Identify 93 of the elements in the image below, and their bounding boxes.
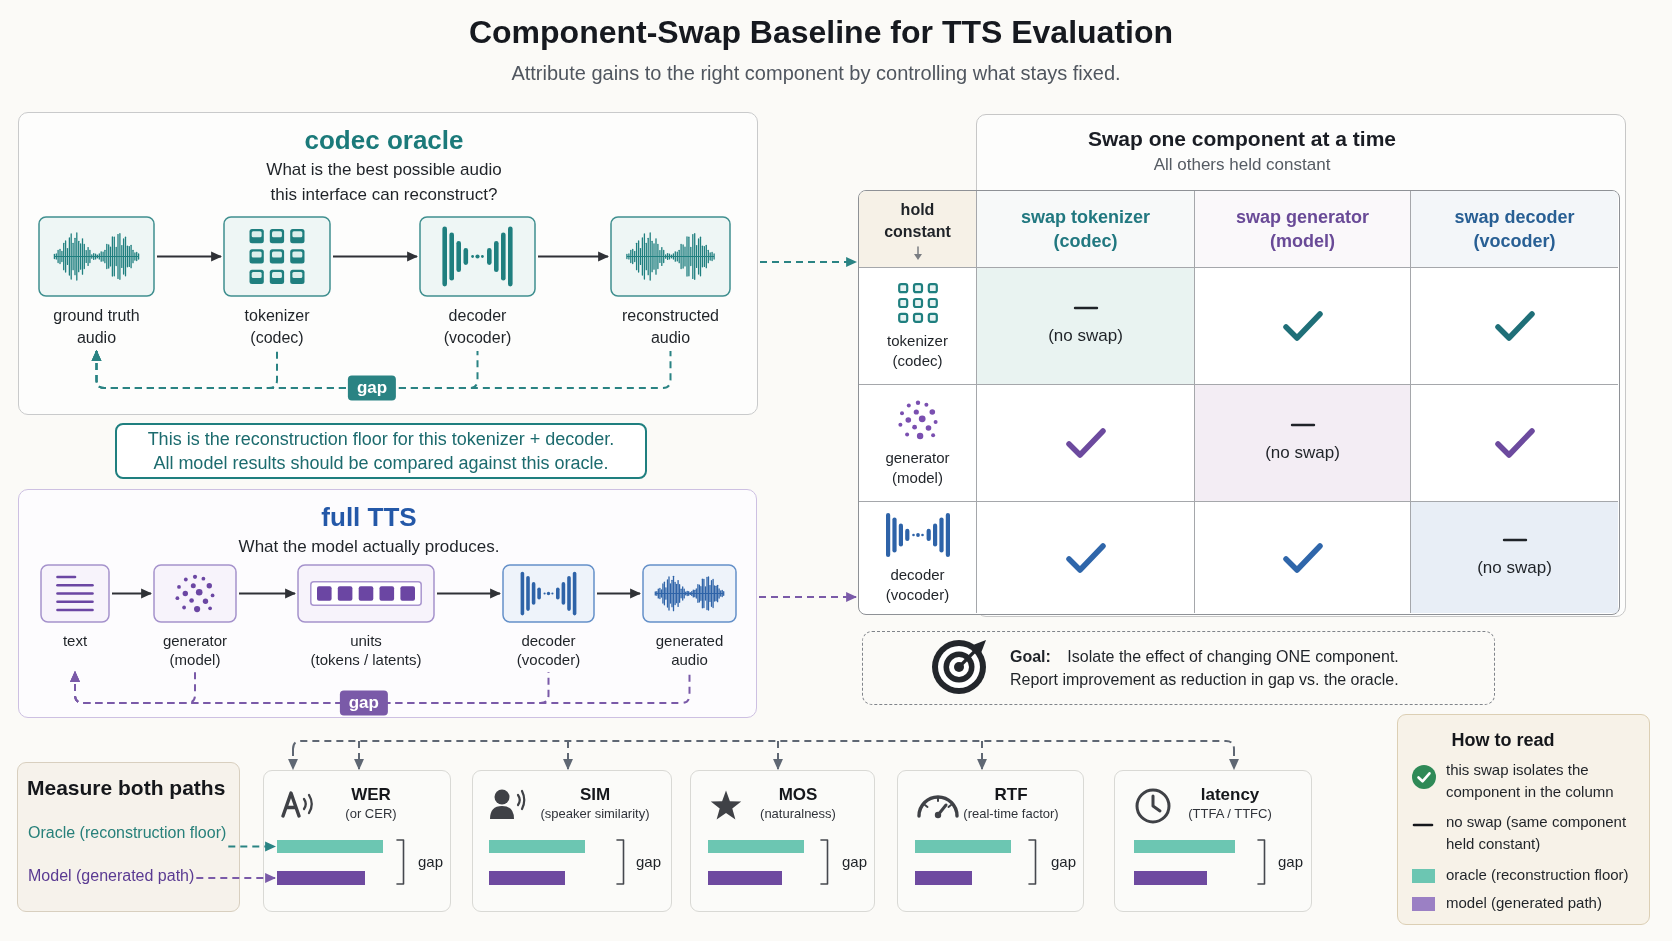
- dashed-arrow: [195, 873, 277, 883]
- panel-subtitle: What the model actually produces.: [237, 536, 501, 558]
- metric-name: latency: [1200, 784, 1260, 805]
- gap-label: gap: [418, 852, 444, 871]
- metric-subtitle: (or CER): [345, 805, 397, 822]
- score-bar: [708, 840, 804, 853]
- panel-subtitle: What is the best possible audio this interface can reconstruct?: [265, 159, 503, 206]
- arrow: [156, 251, 223, 262]
- dashed-arrow: [354, 740, 364, 771]
- column-header: swap tokenizer (codec): [977, 191, 1195, 268]
- gap-label: gap: [1278, 852, 1304, 871]
- component-label: ground truth audio: [52, 306, 141, 348]
- dashed-arrow: [977, 740, 987, 771]
- measure-card: [17, 762, 240, 912]
- metric-card: [1114, 770, 1312, 912]
- legend-text: no swap (same component held constant): [1446, 812, 1628, 854]
- goal-callout: [862, 631, 1495, 705]
- table-subtitle: All others held constant: [1153, 154, 1331, 176]
- path-label: Oracle (reconstruction floor): [28, 822, 227, 843]
- dashed-arrow: [91, 349, 672, 389]
- dashed-arrow: [1229, 748, 1239, 771]
- component-label: generated audio: [654, 631, 725, 669]
- metric-subtitle: (naturalness): [760, 805, 836, 822]
- cell-text: (no swap): [1265, 442, 1340, 464]
- arrow: [596, 588, 642, 599]
- arrow: [332, 251, 419, 262]
- score-bar: [915, 840, 1011, 853]
- panel: [18, 489, 757, 718]
- score-bar: [1134, 871, 1207, 885]
- row-header: tokenizer (codec): [886, 331, 949, 371]
- component-label: decoder (vocoder): [442, 306, 513, 348]
- component-label: generator (model): [161, 631, 229, 669]
- arrow: [238, 588, 297, 599]
- metric-name: MOS: [778, 784, 818, 805]
- diagram-subtitle: Attribute gains to the right component by controlling what stays fixed.: [511, 61, 1121, 86]
- component-label: reconstructed audio: [621, 306, 720, 348]
- cell-text: (no swap): [1048, 325, 1123, 347]
- score-bar: [489, 840, 585, 853]
- row-header: generator (model): [884, 448, 951, 488]
- diagram-title: Component-Swap Baseline for TTS Evaluation: [468, 13, 1174, 51]
- edge-label: gap: [339, 690, 388, 716]
- gap-label: gap: [842, 852, 868, 871]
- panel-heading: codec oracle: [304, 124, 464, 156]
- gap-label: gap: [1051, 852, 1077, 871]
- gap-label: gap: [636, 852, 662, 871]
- card-heading: Measure both paths: [27, 775, 226, 801]
- dashed-line: [292, 740, 1235, 750]
- component-label: units (tokens / latents): [309, 631, 423, 669]
- cell-text: (no swap): [1477, 556, 1552, 579]
- dashed-arrow: [759, 257, 858, 267]
- arrow: [436, 588, 502, 599]
- component-label: decoder (vocoder): [515, 631, 582, 669]
- legend-heading: How to read: [1451, 729, 1555, 751]
- score-bar: [708, 871, 782, 885]
- legend-text: this swap isolates the component in the column: [1446, 760, 1615, 802]
- row-header: decoder (vocoder): [884, 564, 951, 605]
- column-header: swap generator (model): [1195, 191, 1411, 268]
- legend-text: oracle (reconstruction floor): [1446, 865, 1630, 885]
- metric-name: RTF: [994, 784, 1028, 805]
- score-bar: [915, 871, 972, 885]
- header-text: hold constant: [883, 199, 952, 242]
- dashed-arrow: [70, 670, 691, 704]
- panel: [18, 112, 758, 415]
- arrow: [111, 588, 153, 599]
- table-title: Swap one component at a time: [1087, 126, 1397, 152]
- legend-text: model (generated path): [1446, 893, 1603, 913]
- metric-card: [897, 770, 1084, 912]
- dashed-arrow: [773, 740, 783, 771]
- score-bar: [277, 840, 383, 853]
- arrow: [537, 251, 610, 262]
- metric-card: [690, 770, 875, 912]
- panel-heading: full TTS: [321, 501, 417, 533]
- component-label: tokenizer (codec): [243, 306, 311, 348]
- metric-name: WER: [351, 784, 391, 805]
- edge-label: gap: [347, 375, 397, 401]
- metric-name: SIM: [579, 784, 611, 805]
- column-header: swap decoder (vocoder): [1411, 191, 1618, 268]
- metric-card: [263, 770, 451, 912]
- component-label: text: [61, 631, 89, 650]
- dashed-arrow: [758, 592, 858, 602]
- goal-text: Goal: Isolate the effect of changing ONE component. Report improvement as reduction in gap vs. the oracle.: [1010, 647, 1400, 690]
- dashed-arrow: [563, 740, 573, 771]
- note-callout: This is the reconstruction floor for this tokenizer + decoder. All model results should be compared against this oracle.: [115, 423, 647, 479]
- score-bar: [1134, 840, 1235, 853]
- metric-subtitle: (TTFA / TTFC): [1188, 805, 1272, 822]
- metric-subtitle: (speaker similarity): [540, 805, 650, 822]
- dashed-arrow: [288, 748, 298, 771]
- path-label: Model (generated path): [28, 865, 195, 886]
- dashed-arrow: [227, 841, 277, 852]
- score-bar: [277, 871, 365, 885]
- metric-subtitle: (real-time factor): [963, 805, 1059, 822]
- metric-card: [472, 770, 672, 912]
- score-bar: [489, 871, 565, 885]
